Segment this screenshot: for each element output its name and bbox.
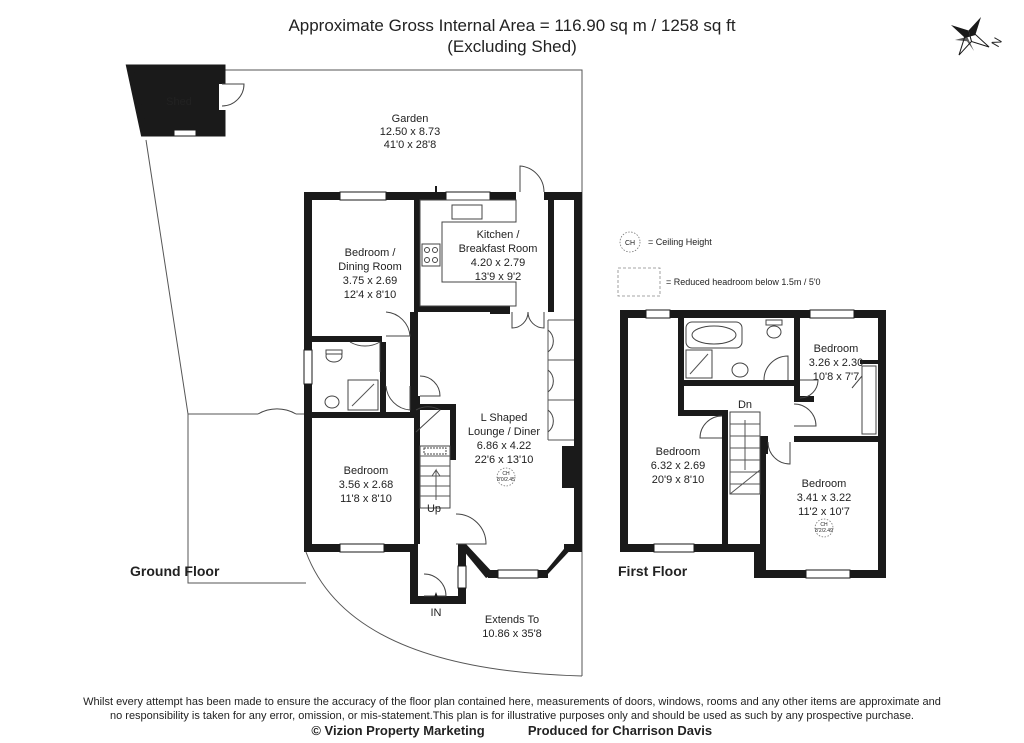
- legend-reduced-label: = Reduced headroom below 1.5m / 5'0: [666, 277, 821, 287]
- shed-label: Shed: [166, 96, 192, 108]
- extends-arc: [305, 551, 583, 677]
- bedroom-small-name: Bedroom: [814, 343, 859, 355]
- window: [303, 349, 313, 385]
- garden-imperial: 41'0 x 28'8: [384, 139, 437, 151]
- bedroom-gf-imperial: 11'8 x 8'10: [340, 493, 392, 505]
- ground-floor-label: Ground Floor: [130, 563, 220, 579]
- produced-for-text: Produced for Charrison Davis: [528, 723, 712, 738]
- extends-name: Extends To: [485, 614, 539, 626]
- garden-boundary: [136, 69, 583, 676]
- kitchen-name1: Kitchen /: [477, 229, 521, 241]
- ground-floor-plan: Shed Garden 12.50 x 8.73 41'0 x 28'8: [125, 64, 583, 677]
- bedroom-small-imperial: 10'8 x 7'7: [813, 371, 859, 383]
- first-floor-plan: Dn Bedroom 3.26 x 2.30 10'8 x 7'7 Bedroo…: [618, 309, 886, 579]
- gross-area-subtitle: (Excluding Shed): [447, 37, 576, 56]
- landing-down-label: Dn: [738, 399, 752, 411]
- window: [809, 309, 855, 319]
- copyright-text: © Vizion Property Marketing: [311, 723, 484, 738]
- window: [339, 543, 385, 553]
- lounge-name2: Lounge / Diner: [468, 426, 540, 438]
- legend: CH = Ceiling Height = Reduced headroom b…: [617, 231, 821, 297]
- bedroom-dining-name1: Bedroom /: [345, 247, 397, 259]
- bedroom-dining-name2: Dining Room: [338, 261, 402, 273]
- lounge-ch-value: 8'0/2.45: [497, 477, 515, 483]
- kitchen-metric: 4.20 x 2.79: [471, 257, 525, 269]
- garden-gate: [257, 408, 297, 415]
- disclaimer-line2: no responsibility is taken for any error…: [110, 710, 914, 722]
- bedroom-dining-metric: 3.75 x 2.69: [343, 275, 397, 287]
- kitchen-name2: Breakfast Room: [459, 243, 538, 255]
- compass-rose-icon: [950, 16, 990, 56]
- bedroom-large-name: Bedroom: [656, 446, 701, 458]
- lounge-name1: L Shaped: [481, 412, 528, 424]
- stairs-up-label: Up: [427, 503, 441, 515]
- window: [339, 191, 387, 201]
- entrance-label: IN: [431, 607, 442, 619]
- bedroom-right-ch-label: CH: [820, 522, 828, 528]
- bedroom-right-name: Bedroom: [802, 478, 847, 490]
- garden-metric: 12.50 x 8.73: [380, 126, 441, 138]
- ground-floor-stairs: [419, 445, 451, 509]
- bedroom-gf-name: Bedroom: [344, 465, 389, 477]
- bedroom-large-imperial: 20'9 x 8'10: [652, 474, 705, 486]
- bedroom-small-metric: 3.26 x 2.30: [809, 357, 863, 369]
- bedroom-gf-metric: 3.56 x 2.68: [339, 479, 393, 491]
- garden-name: Garden: [392, 113, 429, 125]
- window: [653, 543, 695, 553]
- window: [645, 309, 671, 319]
- lounge-imperial: 22'6 x 13'10: [475, 454, 534, 466]
- bedroom-right-ch-value: 8'2/2.49: [815, 528, 833, 534]
- shed: [125, 64, 245, 137]
- lounge-ch-label: CH: [502, 471, 510, 477]
- bedroom-right-metric: 3.41 x 3.22: [797, 492, 851, 504]
- bedroom-right-imperial: 11'2 x 10'7: [798, 506, 850, 518]
- window: [497, 569, 539, 579]
- lounge-metric: 6.86 x 4.22: [477, 440, 531, 452]
- legend-ch-label: = Ceiling Height: [648, 237, 712, 247]
- bedroom-dining-imperial: 12'4 x 8'10: [344, 289, 397, 301]
- bedroom-large-metric: 6.32 x 2.69: [651, 460, 705, 472]
- extends-metric: 10.86 x 35'8: [482, 628, 542, 640]
- first-floor-stairs: [729, 411, 761, 495]
- gross-area-title: Approximate Gross Internal Area = 116.90…: [288, 16, 735, 35]
- disclaimer-line1: Whilst every attempt has been made to en…: [83, 696, 941, 708]
- lounge-ceiling-height-marker: [496, 467, 516, 487]
- bedroom-ceiling-height-marker: [814, 518, 834, 538]
- window: [805, 569, 851, 579]
- window: [445, 191, 491, 201]
- legend-ch-marker: CH: [625, 240, 635, 247]
- window: [457, 565, 467, 589]
- kitchen-imperial: 13'9 x 9'2: [475, 271, 521, 283]
- compass-north-label: N: [988, 35, 1004, 50]
- first-floor-label: First Floor: [618, 563, 688, 579]
